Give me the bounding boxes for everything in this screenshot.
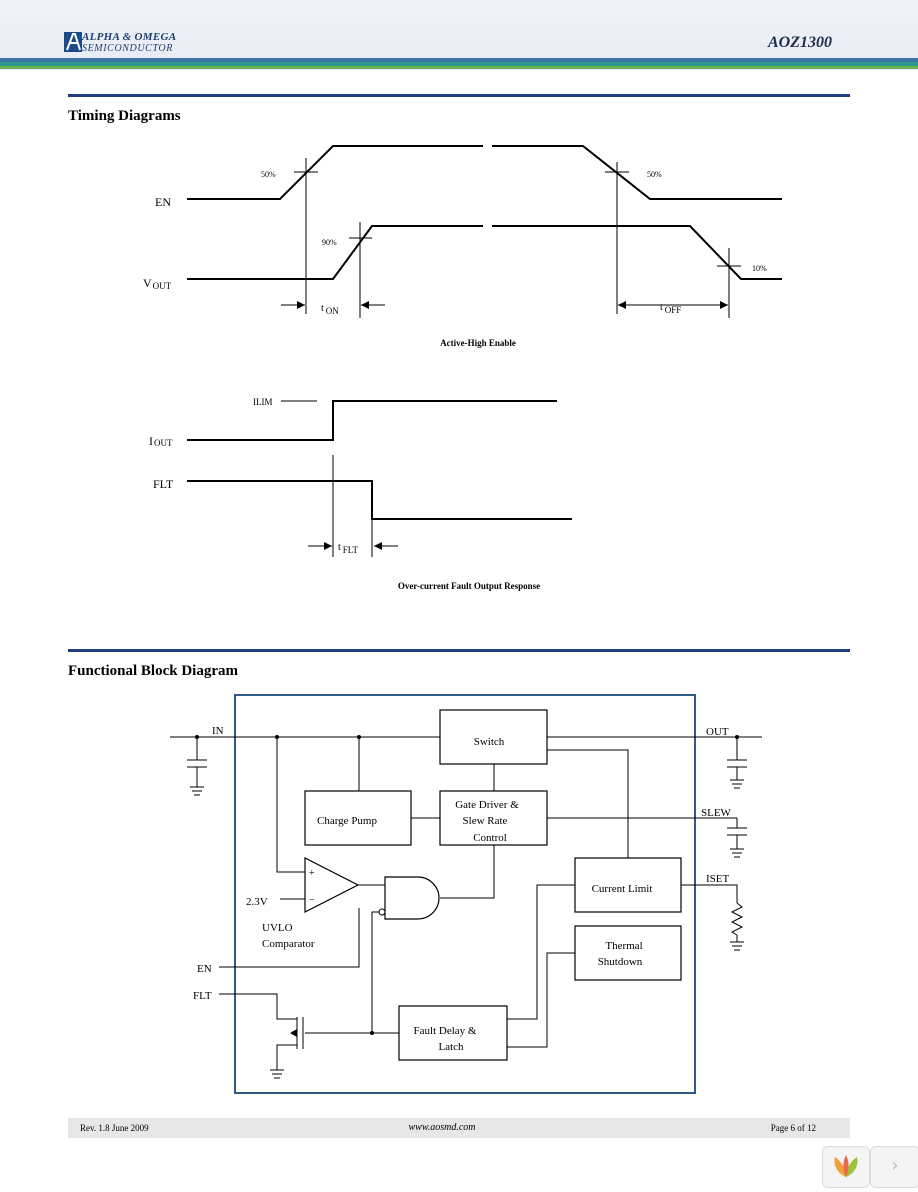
fault-delay-label-2: Latch: [438, 1041, 464, 1053]
en-rise-percent: 50%: [261, 170, 276, 179]
flt-waveform: [187, 480, 572, 520]
switch-label: Switch: [474, 736, 505, 748]
vout-fall-percent: 10%: [752, 264, 767, 273]
next-page-button[interactable]: ›: [870, 1146, 918, 1188]
thermal-label-2: Shutdown: [598, 956, 643, 968]
header-stripe-green: [0, 66, 918, 69]
vout-waveform-right: [492, 225, 782, 280]
reference-voltage-label: 2.3V: [246, 896, 268, 908]
leaf-icon: [834, 1155, 858, 1177]
en-rise-crosshair: [294, 158, 318, 314]
gate-driver-label-2: Slew Rate: [463, 815, 508, 827]
vout-fall-crosshair: [717, 248, 741, 318]
functional-block-diagram: IN OUT SLEW ISET EN FLT Switch Charge Pu…: [170, 694, 762, 1094]
gate-driver-label-3: Control: [473, 832, 507, 844]
part-number: AOZ1300: [768, 34, 832, 51]
uvlo-label-1: UVLO: [262, 922, 293, 934]
footer-revision: Rev. 1.8 June 2009: [80, 1123, 149, 1133]
en-waveform-left: [187, 145, 483, 200]
footer-website-link[interactable]: www.aosmd.com: [408, 1122, 476, 1133]
flt-pin-label: FLT: [193, 990, 212, 1002]
out-pin-label: OUT: [706, 726, 729, 738]
alpha-omega-logo-icon: [64, 32, 82, 52]
charge-pump-block: [304, 790, 412, 846]
footer-page-number: Page 6 of 12: [770, 1123, 816, 1133]
timing-caption-fault: Over-current Fault Output Response: [397, 581, 541, 591]
en-fall-percent: 50%: [647, 170, 662, 179]
company-subtitle: SEMICONDUCTOR: [82, 43, 173, 54]
header-stripe-teal: [0, 62, 918, 66]
vout-rise-percent: 90%: [322, 238, 337, 247]
iset-pin-label: ISET: [706, 873, 730, 885]
junction-dots: [195, 735, 739, 1035]
slew-pin-label: SLEW: [701, 807, 732, 819]
page-footer: [68, 1118, 850, 1138]
viewer-logo-icon[interactable]: [822, 1146, 870, 1188]
comparator-plus-sign: +: [309, 868, 315, 879]
mosfet-arrow: [290, 1029, 297, 1037]
switch-block: [439, 709, 548, 765]
fault-delay-block: [398, 1005, 508, 1061]
comparator-minus-sign: −: [309, 895, 315, 906]
and-gate-symbol: [384, 876, 440, 920]
iout-waveform: [187, 400, 557, 441]
en-fall-crosshair: [605, 162, 629, 314]
vout-waveform-left: [187, 225, 483, 280]
ilim-label: ILIM: [253, 397, 273, 407]
en-waveform-right: [492, 145, 782, 200]
section-rule-timing: [68, 94, 850, 97]
en-signal-label: EN: [155, 195, 171, 209]
gate-driver-label-1: Gate Driver &: [455, 799, 519, 811]
section-rule-block: [68, 649, 850, 652]
vout-signal-label: VOUT: [143, 276, 172, 291]
company-name: ALPHA & OMEGA: [82, 31, 177, 43]
chip-boundary: [234, 694, 696, 1094]
current-limit-block: [574, 857, 682, 913]
uvlo-label-2: Comparator: [262, 938, 315, 950]
en-pin-label: EN: [197, 963, 212, 975]
vout-rise-crosshair: [349, 222, 372, 318]
and-gate-inverter-bubble: [378, 908, 386, 916]
flt-signal-label: FLT: [153, 477, 174, 491]
thermal-shutdown-block: [574, 925, 682, 981]
gate-driver-block: [439, 790, 548, 846]
timing-section-title: Timing Diagrams: [68, 108, 181, 124]
uvlo-comparator-symbol: [304, 857, 360, 913]
iout-signal-label: IOUT: [149, 434, 173, 448]
thermal-label-1: Thermal: [605, 940, 642, 952]
in-pin-label: IN: [212, 725, 224, 737]
charge-pump-label: Charge Pump: [317, 815, 377, 827]
current-limit-label: Current Limit: [592, 883, 653, 895]
timing-caption-enable: Active-High Enable: [440, 338, 516, 348]
header-stripe-blue: [0, 58, 918, 62]
fault-delay-label-1: Fault Delay &: [414, 1025, 477, 1037]
block-section-title: Functional Block Diagram: [68, 663, 239, 679]
